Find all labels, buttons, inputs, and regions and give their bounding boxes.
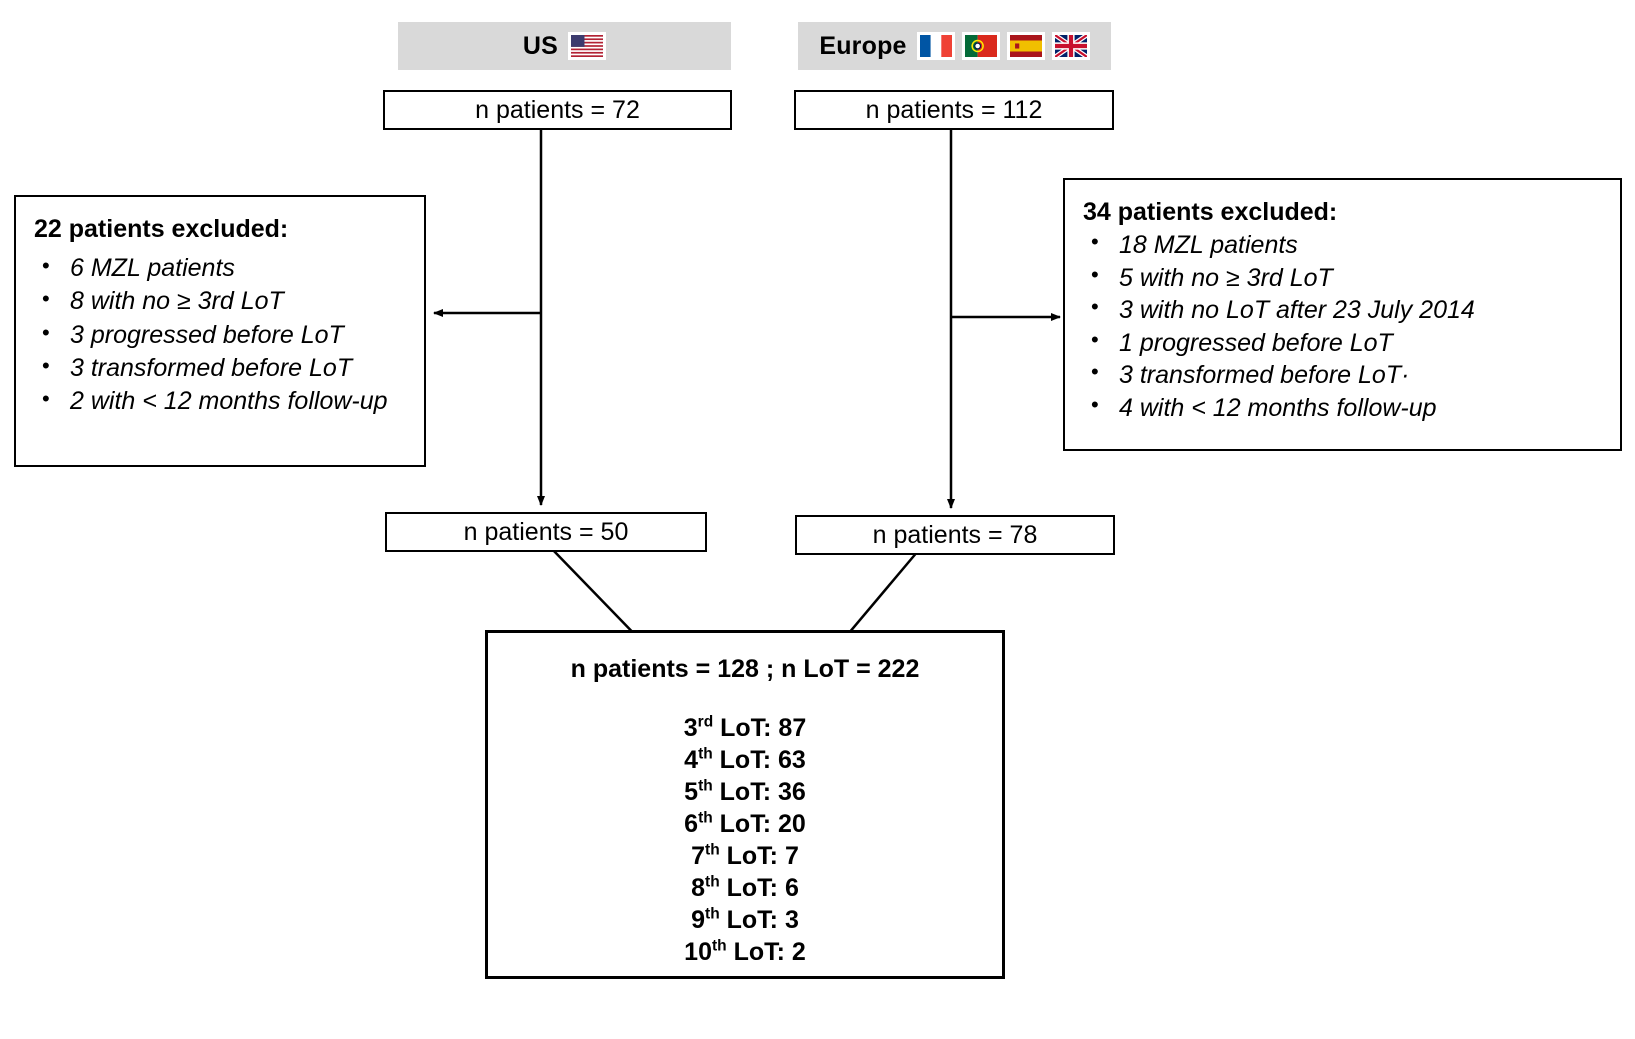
count-box-europe-total-label: n patients = 112: [865, 95, 1043, 124]
spain-flag-icon: [1006, 32, 1045, 60]
lot-ordinal: 3: [683, 714, 698, 742]
lot-count: 63: [777, 746, 806, 774]
list-item: 1 progressed before LoT: [1083, 326, 1606, 360]
lot-ordinal: 4: [684, 746, 699, 774]
summary-lot-row: 3rd LoT: 87: [684, 712, 806, 744]
flag-group-europe: [916, 32, 1090, 60]
count-box-europe-total: n patients = 112: [794, 90, 1114, 130]
summary-lot-row: 10th LoT: 2: [684, 936, 806, 968]
lot-ordinal-suffix: th: [698, 809, 713, 827]
lot-count: 36: [777, 778, 806, 806]
lot-ordinal-suffix: rd: [697, 713, 714, 731]
summary-lot-row: 9th LoT: 3: [691, 904, 799, 936]
france-flag-icon: [916, 32, 955, 60]
lot-ordinal: 5: [684, 778, 699, 806]
region-header-us: US: [398, 22, 731, 70]
exclusion-list-us: 6 MZL patients 8 with no ≥ 3rd LoT 3 pro…: [34, 251, 410, 418]
lot-count: 3: [784, 906, 799, 934]
lot-count: 87: [778, 714, 807, 742]
exclusion-box-europe: 34 patients excluded: 18 MZL patients 5 …: [1063, 178, 1622, 451]
count-box-europe-remaining: n patients = 78: [795, 515, 1115, 555]
exclusion-title-europe: 34 patients excluded:: [1083, 198, 1338, 226]
list-item: 18 MZL patients: [1083, 228, 1606, 262]
count-box-us-total: n patients = 72: [383, 90, 732, 130]
region-label-us: US: [522, 31, 559, 60]
flag-group-us: [568, 32, 607, 60]
lot-ordinal-suffix: th: [711, 937, 727, 955]
portugal-flag-icon: [961, 32, 1000, 60]
list-item: 3 transformed before LoT·: [1083, 358, 1606, 392]
list-item: 4 with < 12 months follow-up: [1083, 391, 1606, 425]
list-item: 3 with no LoT after 23 July 2014: [1083, 293, 1606, 327]
summary-lot-row: 5th LoT: 36: [684, 776, 806, 808]
lot-label: LoT:: [712, 746, 778, 774]
list-item: 2 with < 12 months follow-up: [34, 384, 410, 418]
region-header-europe: Europe: [798, 22, 1111, 70]
lot-ordinal-suffix: th: [698, 745, 713, 763]
summary-lot-row: 7th LoT: 7: [691, 840, 799, 872]
lot-ordinal-suffix: th: [705, 841, 720, 859]
summary-lot-list: 3rd LoT: 87 4th LoT: 63 5th LoT: 36 6th …: [684, 712, 806, 968]
lot-count: 6: [784, 874, 799, 902]
list-item: 3 transformed before LoT: [34, 351, 410, 385]
count-box-europe-remaining-label: n patients = 78: [872, 520, 1038, 549]
lot-ordinal: 6: [684, 810, 699, 838]
summary-lot-row: 8th LoT: 6: [691, 872, 799, 904]
lot-count: 2: [791, 938, 806, 966]
count-box-us-total-label: n patients = 72: [475, 95, 640, 124]
list-item: 3 progressed before LoT: [34, 317, 410, 352]
lot-label: LoT:: [719, 874, 785, 902]
lot-ordinal-suffix: th: [698, 777, 713, 795]
lot-count: 7: [784, 842, 799, 870]
us-flag-icon: [568, 32, 607, 60]
summary-headline: n patients = 128 ; n LoT = 222: [570, 655, 920, 683]
count-box-us-remaining-label: n patients = 50: [463, 517, 629, 546]
summary-lot-row: 6th LoT: 20: [684, 808, 806, 840]
lot-label: LoT:: [712, 778, 778, 806]
lot-ordinal: 10: [684, 938, 712, 966]
list-item: 8 with no ≥ 3rd LoT: [34, 284, 410, 318]
lot-ordinal: 8: [691, 874, 706, 902]
lot-ordinal: 9: [691, 906, 706, 934]
list-item: 6 MZL patients: [34, 251, 410, 285]
list-item: 5 with no ≥ 3rd LoT: [1083, 261, 1606, 295]
uk-flag-icon: [1051, 32, 1090, 60]
lot-ordinal-suffix: th: [705, 873, 720, 891]
lot-ordinal-suffix: th: [705, 905, 720, 923]
exclusion-box-us: 22 patients excluded: 6 MZL patients 8 w…: [14, 195, 426, 467]
count-box-us-remaining: n patients = 50: [385, 512, 707, 552]
region-label-europe: Europe: [819, 31, 907, 60]
lot-count: 20: [777, 810, 806, 838]
lot-label: LoT:: [712, 810, 778, 838]
summary-lot-row: 4th LoT: 63: [684, 744, 806, 776]
exclusion-title-us: 22 patients excluded:: [34, 215, 289, 243]
lot-label: LoT:: [719, 842, 785, 870]
summary-box-pooled: n patients = 128 ; n LoT = 222 3rd LoT: …: [485, 630, 1005, 979]
lot-ordinal: 7: [691, 842, 706, 870]
lot-label: LoT:: [719, 906, 785, 934]
lot-label: LoT:: [713, 714, 779, 742]
exclusion-list-europe: 18 MZL patients 5 with no ≥ 3rd LoT 3 wi…: [1083, 228, 1606, 425]
lot-label: LoT:: [726, 938, 792, 966]
